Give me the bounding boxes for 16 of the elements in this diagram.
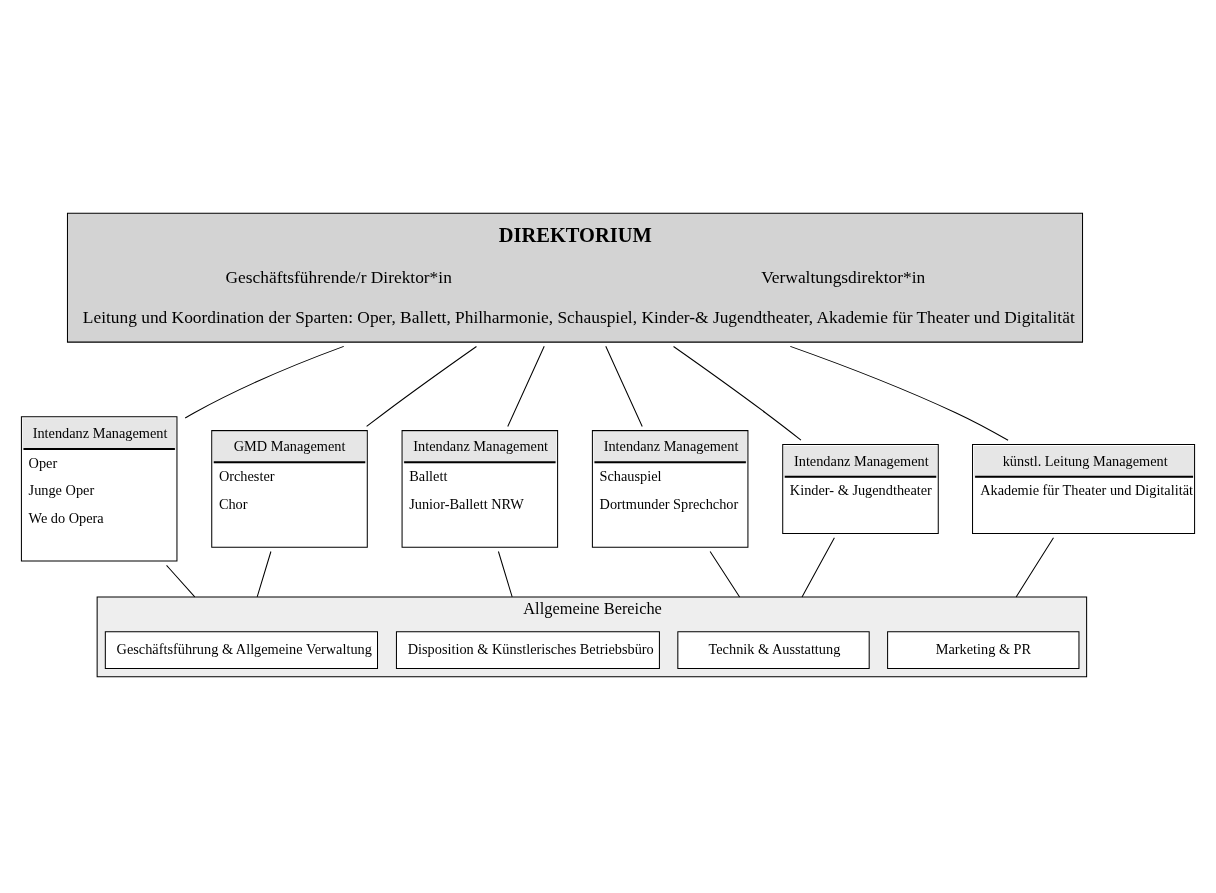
node-box: Technik & Ausstattung (677, 630, 870, 669)
connector (801, 536, 835, 597)
node-box: Geschäftsführung & Allgemeine Verwaltung (104, 630, 378, 669)
connector (789, 345, 1009, 441)
node-box: Disposition & Künstlerisches Betriebsbüro (395, 630, 660, 669)
connector (184, 345, 345, 419)
connector (673, 345, 802, 441)
connector (1015, 536, 1054, 597)
connector (605, 345, 643, 427)
connector (709, 550, 741, 597)
connector (366, 345, 477, 427)
connector (507, 345, 545, 427)
connector (256, 550, 272, 597)
connector (497, 550, 513, 597)
connector (166, 564, 196, 597)
node-box: Marketing & PR (887, 630, 1080, 669)
